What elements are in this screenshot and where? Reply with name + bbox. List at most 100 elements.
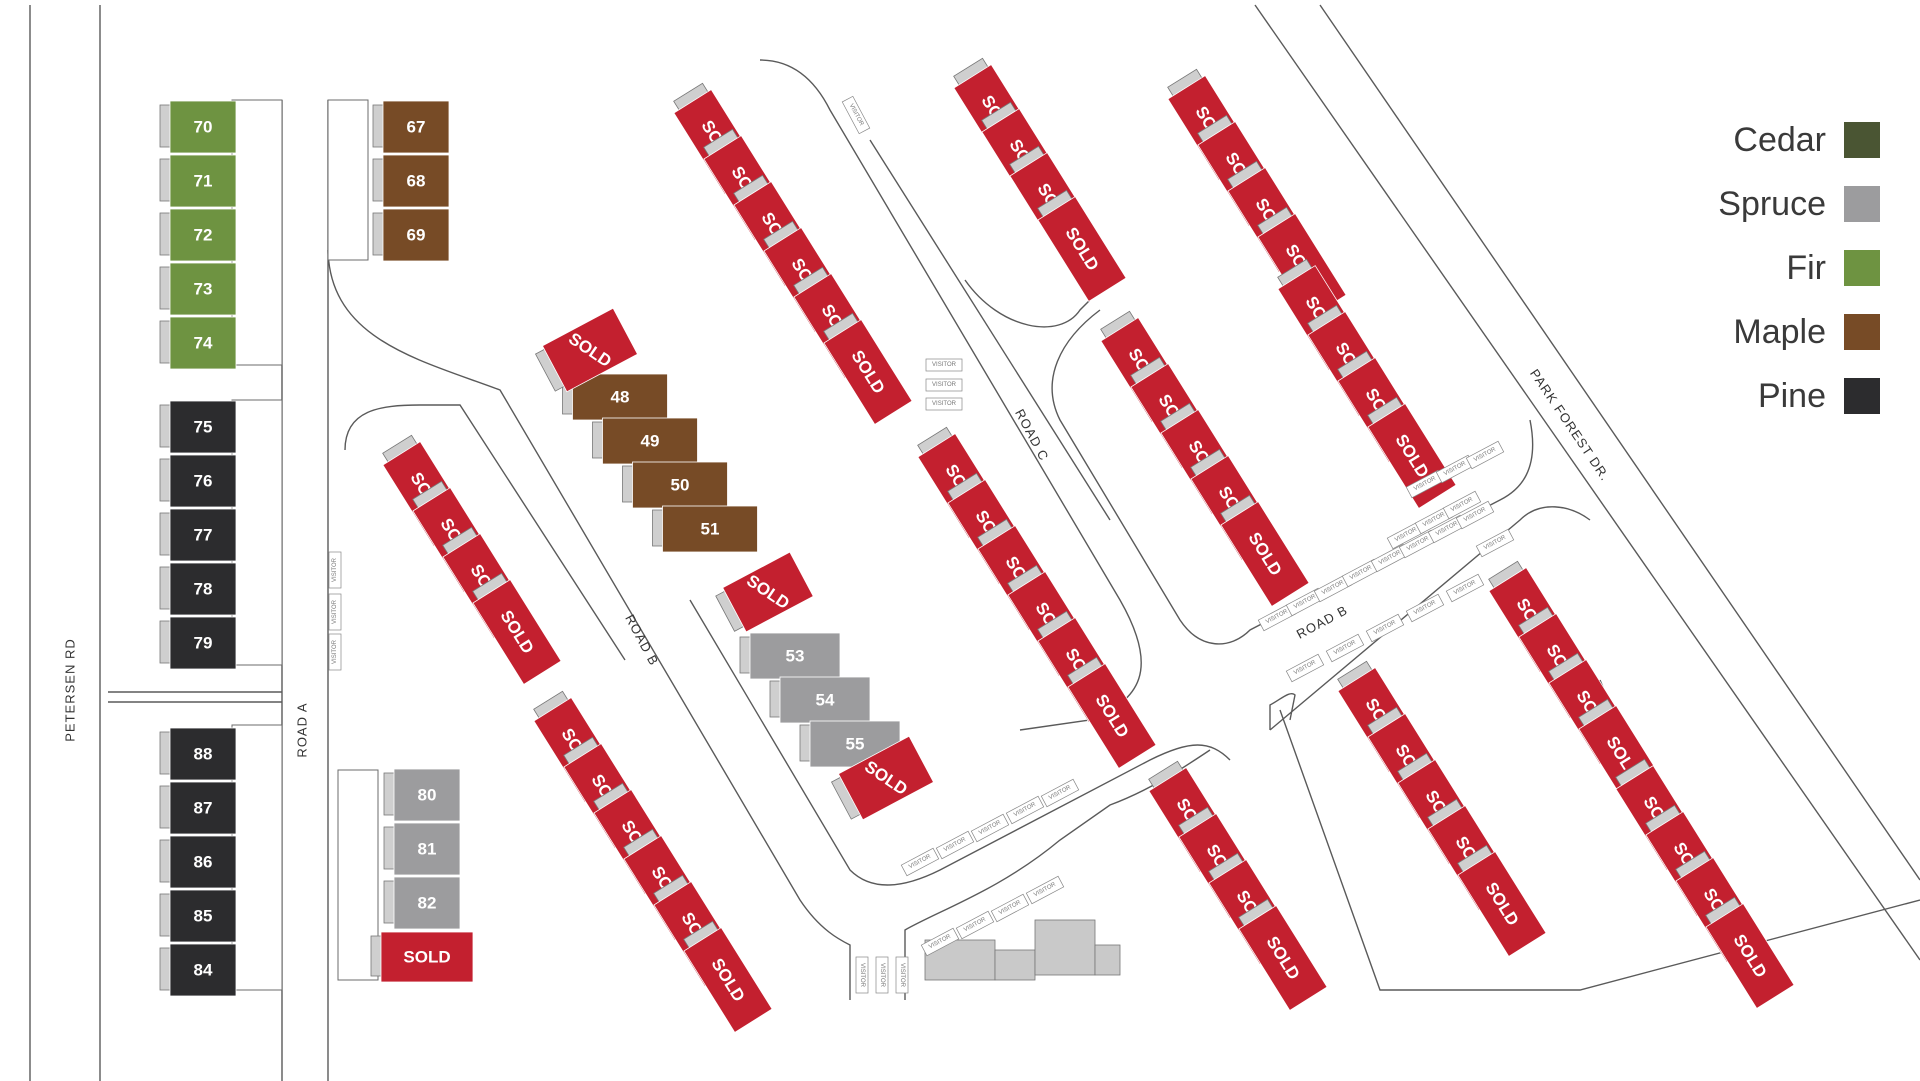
unit-label: 79	[194, 634, 213, 653]
visitor-stall-21: VISITOR	[1365, 613, 1405, 643]
unit-label: 49	[641, 432, 660, 451]
row-j-sold-5[interactable]: SOLD	[1453, 843, 1547, 957]
amenity-part	[1034, 919, 1096, 976]
spruce-unit-80[interactable]: 80	[383, 768, 461, 822]
pine-unit-84[interactable]: 84	[159, 943, 237, 997]
lot-outlines	[231, 99, 379, 991]
unit-block	[169, 835, 237, 889]
road-label-road-c: ROAD C	[1012, 407, 1052, 464]
unit-label: 78	[194, 580, 213, 599]
visitor-stall	[1365, 613, 1405, 643]
pine-unit-88[interactable]: 88	[159, 727, 237, 781]
visitor-stall-25: VISITOR	[900, 847, 940, 877]
road-label-road-b-left: ROAD B	[622, 612, 661, 668]
visitor-stall-31: VISITOR	[955, 910, 995, 940]
unit-block	[837, 735, 935, 821]
road-label-petersen: PETERSEN RD	[63, 638, 78, 741]
maple-unit-50[interactable]: 50	[622, 461, 728, 509]
visitor-stall-36: VISITOR	[328, 633, 342, 671]
visitor-stall	[328, 593, 342, 631]
pine-unit-85[interactable]: 85	[159, 889, 237, 943]
visitor-stall-34: VISITOR	[328, 551, 342, 589]
row-a-sold-6[interactable]: SOLD	[819, 311, 913, 425]
fir-unit-70[interactable]: 70	[159, 100, 237, 154]
visitor-label: VISITOR	[932, 401, 957, 407]
pine-unit-78[interactable]: 78	[159, 562, 237, 616]
fir-unit-73[interactable]: 73	[159, 262, 237, 316]
visitor-stall	[328, 551, 342, 589]
visitor-stall	[935, 830, 975, 860]
visitor-stall	[900, 847, 940, 877]
row-h-sold-6[interactable]: SOLD	[679, 919, 773, 1033]
visitor-stall-2: VISITOR	[925, 358, 963, 372]
spruce-unit-53[interactable]: 53	[739, 632, 841, 680]
visitor-stall-1: VISITOR	[841, 95, 871, 135]
row-g-sold-4[interactable]: SOLD	[468, 571, 562, 685]
visitor-stall-29: VISITOR	[1040, 778, 1080, 808]
unit-label: 70	[194, 118, 213, 137]
legend-item-cedar: Cedar	[1640, 108, 1880, 172]
maple-unit-51[interactable]: 51	[652, 505, 758, 553]
road-label-road-a: ROAD A	[295, 702, 310, 757]
unit-block	[169, 508, 237, 562]
row-i-sold-4[interactable]: SOLD	[1234, 897, 1328, 1011]
pine-unit-87[interactable]: 87	[159, 781, 237, 835]
unit-label: 54	[816, 691, 835, 710]
visitor-label: VISITOR	[859, 963, 865, 988]
maple-unit-67[interactable]: 67	[372, 100, 450, 154]
legend-label: Spruce	[1718, 184, 1826, 223]
unit-block	[169, 616, 237, 670]
visitor-stall	[955, 910, 995, 940]
spruce-unit-54[interactable]: 54	[769, 676, 871, 724]
unit-label: 87	[194, 799, 213, 818]
visitor-stall	[328, 633, 342, 671]
legend-swatch	[1844, 314, 1880, 350]
sold-unit-52[interactable]: SOLD	[714, 551, 814, 637]
visitor-stall	[1442, 490, 1482, 520]
spruce-unit-82[interactable]: 82	[383, 876, 461, 930]
fir-unit-72[interactable]: 72	[159, 208, 237, 262]
visitor-stall-3: VISITOR	[925, 378, 963, 392]
spruce-unit-81[interactable]: 81	[383, 822, 461, 876]
legend-swatch	[1844, 250, 1880, 286]
unit-label: SOLD	[403, 948, 450, 967]
row-b-sold-4[interactable]: SOLD	[1033, 188, 1127, 302]
fir-unit-71[interactable]: 71	[159, 154, 237, 208]
unit-label: 76	[194, 472, 213, 491]
legend-label: Pine	[1757, 376, 1826, 415]
unit-label: 75	[194, 418, 213, 437]
unit-block	[572, 373, 668, 421]
row-f-sold-6[interactable]: SOLD	[1063, 655, 1157, 769]
sold-unit-83[interactable]: SOLD	[370, 931, 474, 983]
legend-item-fir: Fir	[1640, 236, 1880, 300]
maple-unit-49[interactable]: 49	[592, 417, 698, 465]
sold-unit-56[interactable]: SOLD	[830, 735, 935, 824]
visitor-stall-32: VISITOR	[990, 893, 1030, 923]
legend-swatch	[1844, 378, 1880, 414]
visitor-label: VISITOR	[332, 639, 338, 664]
unit-block	[393, 822, 461, 876]
pine-unit-76[interactable]: 76	[159, 454, 237, 508]
sold-unit-47[interactable]: SOLD	[534, 307, 639, 396]
pine-unit-75[interactable]: 75	[159, 400, 237, 454]
unit-block	[169, 100, 237, 154]
fir-unit-74[interactable]: 74	[159, 316, 237, 370]
unit-label: 86	[194, 853, 213, 872]
pine-unit-79[interactable]: 79	[159, 616, 237, 670]
visitor-stall	[1445, 573, 1485, 603]
maple-unit-69[interactable]: 69	[372, 208, 450, 262]
unit-block	[749, 632, 841, 680]
maple-unit-68[interactable]: 68	[372, 154, 450, 208]
visitor-label: VISITOR	[332, 557, 338, 582]
pine-unit-77[interactable]: 77	[159, 508, 237, 562]
unit-label: 73	[194, 280, 213, 299]
visitor-stall	[1465, 440, 1505, 470]
unit-block	[683, 927, 773, 1033]
unit-block	[382, 154, 450, 208]
row-e-sold-5[interactable]: SOLD	[1216, 493, 1310, 607]
row-l-sold-4[interactable]: SOLD	[1701, 895, 1795, 1009]
unit-label: 72	[194, 226, 213, 245]
pine-unit-86[interactable]: 86	[159, 835, 237, 889]
